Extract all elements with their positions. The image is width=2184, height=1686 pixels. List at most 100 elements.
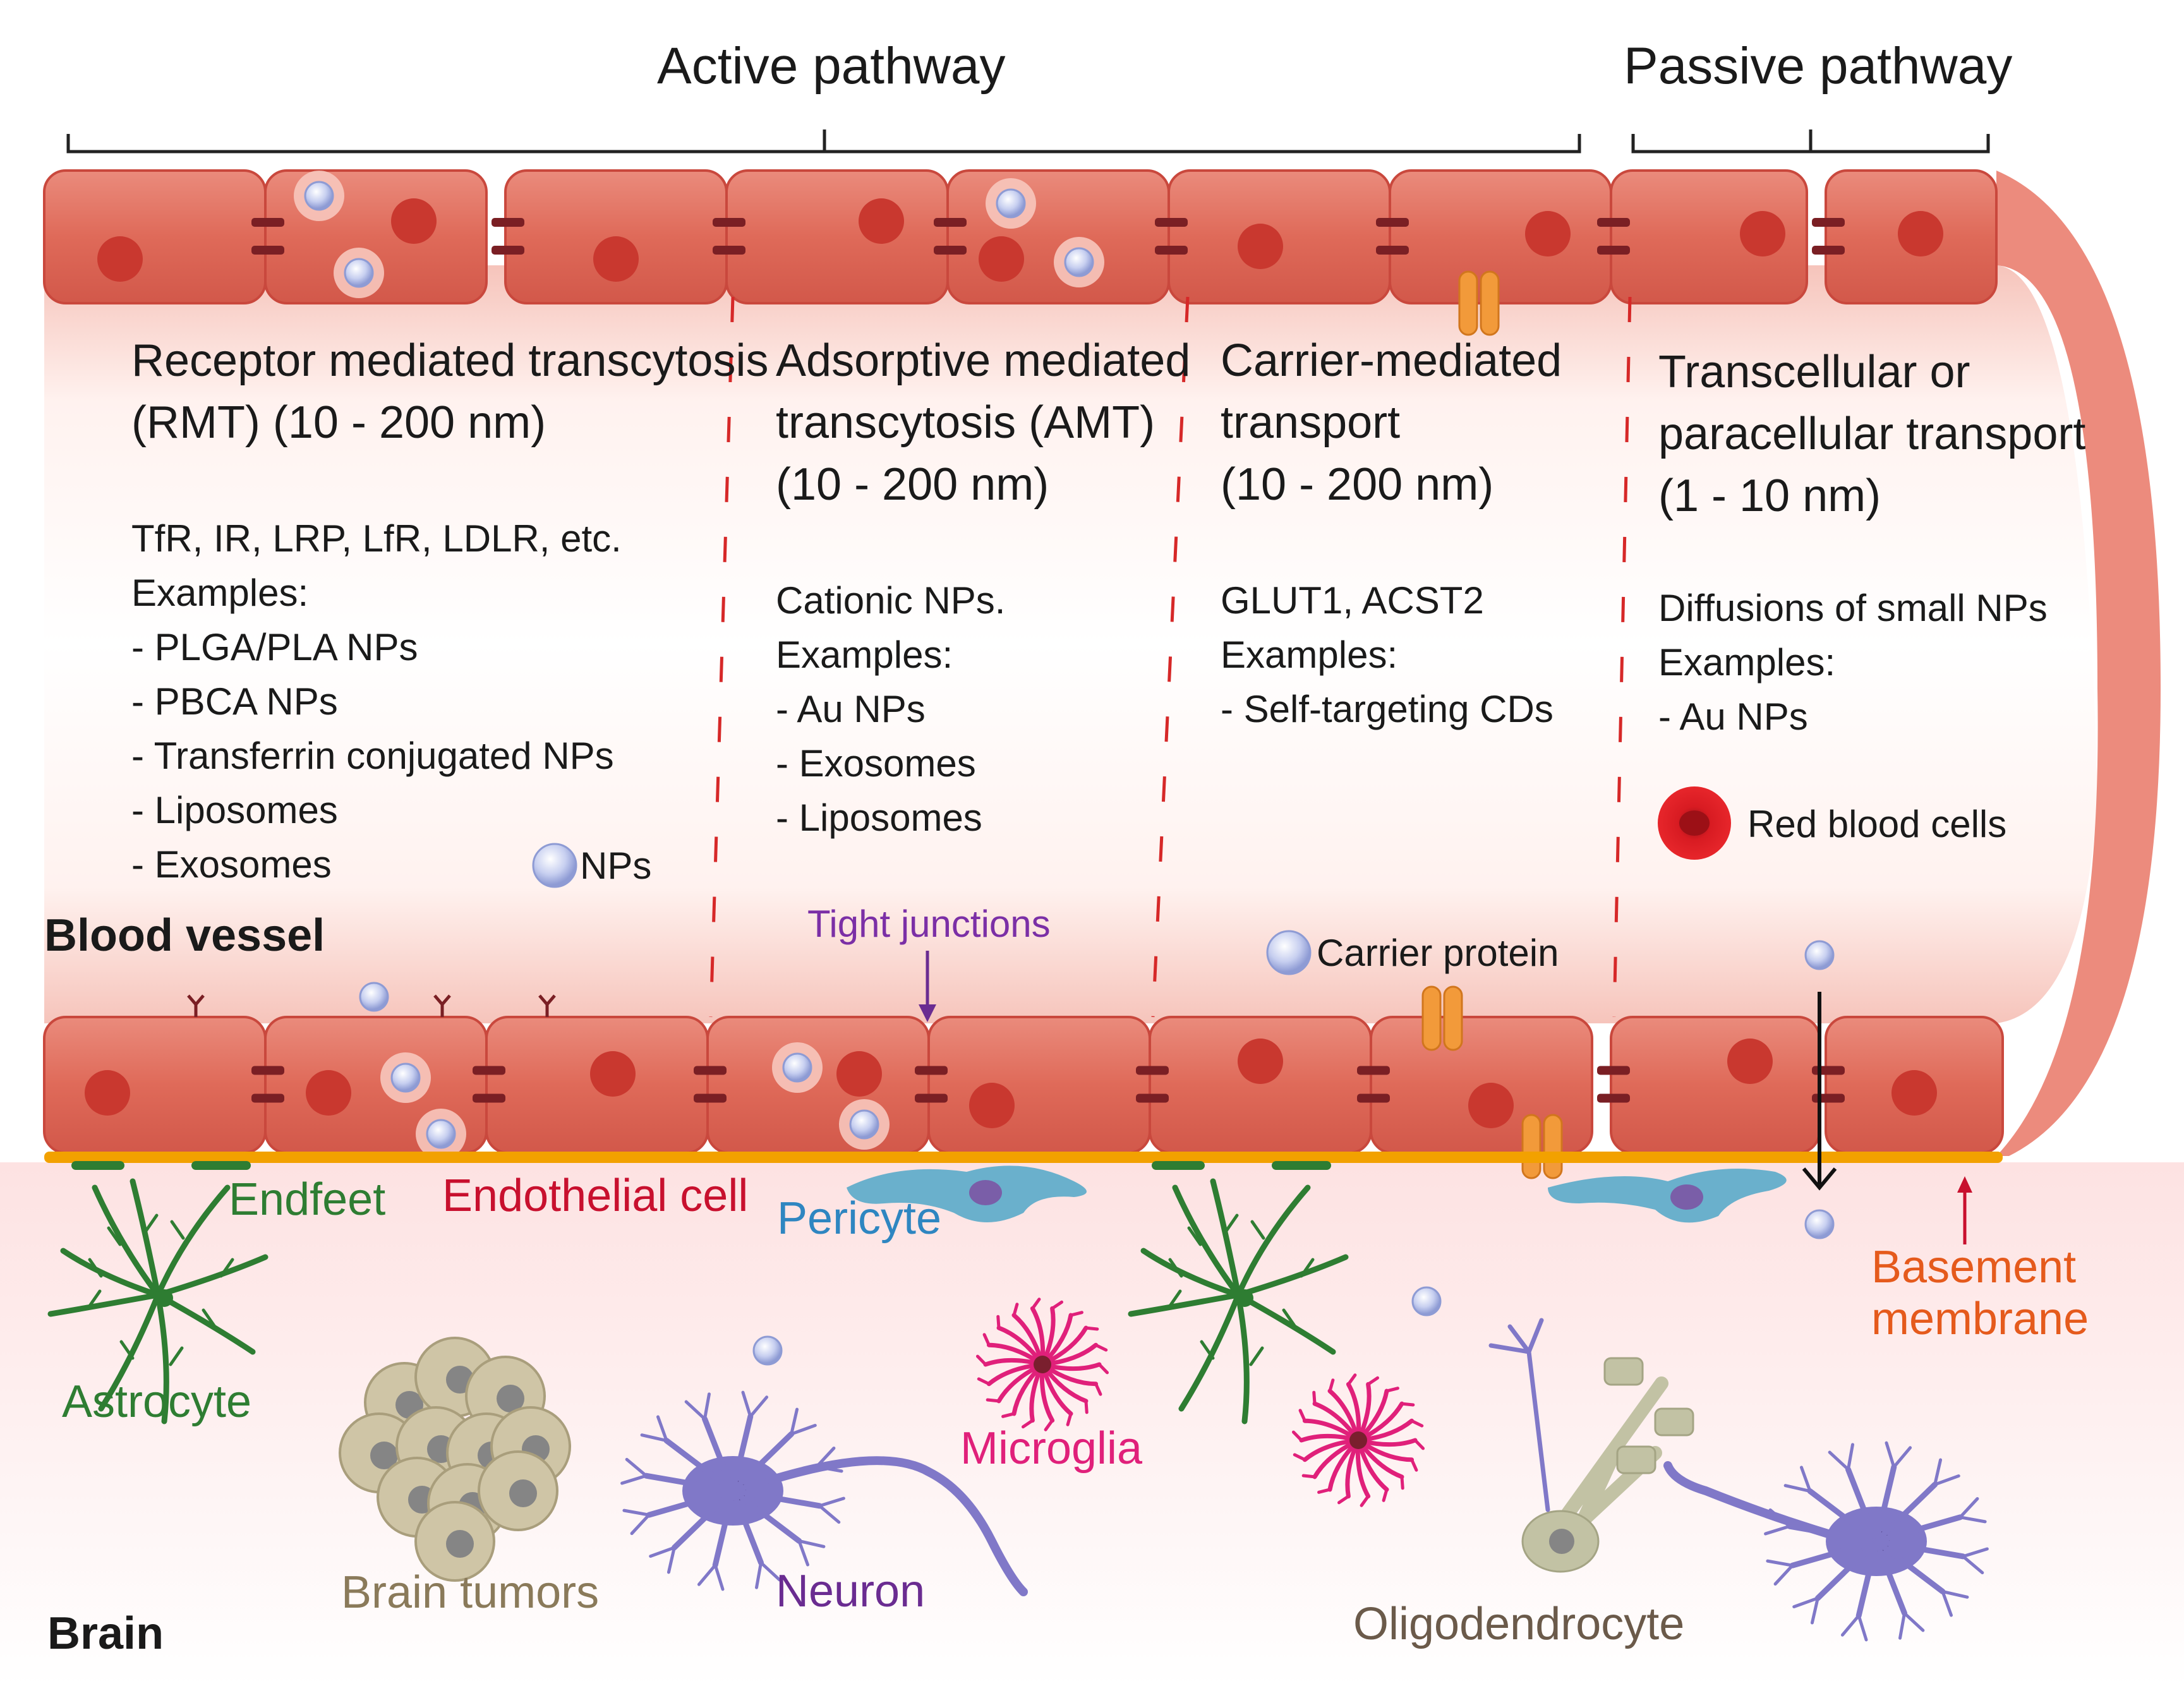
neuron-1 (620, 1390, 1028, 1596)
top-junction-4a (934, 218, 967, 227)
basement-arrowhead (1957, 1176, 1972, 1193)
bottom-junction-2a (473, 1066, 505, 1075)
astro2-process-9 (1140, 1248, 1241, 1298)
bottom-cell-6 (1149, 1016, 1372, 1154)
neuron-label: Neuron (776, 1566, 926, 1617)
astro1-twig-1 (107, 1226, 122, 1246)
carrier-protein-2b (1443, 985, 1463, 1051)
astro1-twig-6 (169, 1346, 184, 1366)
astrocyte-1 (47, 1161, 268, 1424)
astro2-twig-1 (1187, 1226, 1202, 1246)
receptor-3 (538, 994, 556, 1017)
bottom-cell-1 (43, 1016, 267, 1154)
neuron1-branch-8 (640, 1415, 668, 1443)
bottom-nucleus-7 (1468, 1083, 1514, 1128)
neuron2-branch-3 (1898, 1611, 1925, 1640)
top-junction-6a (1376, 218, 1409, 227)
astro2-twig-5 (1282, 1308, 1297, 1328)
brain-label: Brain (47, 1608, 164, 1659)
vessel-end (1996, 171, 2161, 1156)
pericyte-2 (1548, 1169, 1787, 1223)
neuron2-axon (1663, 1461, 1837, 1539)
astro2-twig-9 (1168, 1258, 1183, 1278)
top-junction-2b (492, 246, 524, 255)
top-junction-1a (251, 218, 284, 227)
carrier-protein-label: Carrier protein (1317, 932, 1559, 974)
micro1-tip-6 (1021, 1419, 1034, 1429)
micro1-tip-17 (1084, 1326, 1099, 1331)
micro2-tip-10 (1291, 1430, 1303, 1442)
micro1-tip-18 (1094, 1343, 1108, 1352)
micro2-tip-11 (1298, 1409, 1306, 1423)
bottom-junction-6a (1357, 1066, 1390, 1075)
neuron1-branch-7 (620, 1457, 648, 1485)
neuron1-branch-4 (697, 1563, 725, 1591)
bottom-junction-8a (1812, 1066, 1845, 1075)
neuron2-branch-1 (1961, 1547, 1989, 1575)
astro2-process-4 (1235, 1254, 1349, 1298)
bottom-junction-7b (1597, 1093, 1630, 1103)
top-cell-4 (725, 169, 949, 304)
tumor-nucleus-10 (509, 1479, 537, 1507)
micro1-tip-14 (1030, 1298, 1041, 1310)
top-cell-1 (43, 169, 267, 304)
micro2-tip-7 (1317, 1488, 1332, 1494)
neuron2-branch-11 (1933, 1458, 1960, 1486)
diffusing-np-top (1804, 940, 1835, 970)
astro1-process-2 (130, 1178, 161, 1298)
neuron1-dendrite-7 (643, 1472, 736, 1494)
neuron2-branch-9 (1828, 1443, 1854, 1471)
micro2-tip-14 (1346, 1373, 1357, 1386)
bottom-junction-1b (251, 1093, 284, 1103)
oligo-myelin-2 (1654, 1407, 1694, 1436)
micro1-tip-2 (1094, 1382, 1102, 1396)
neuron1-dendrite-8 (663, 1438, 736, 1494)
astro1-process-1 (92, 1184, 161, 1298)
micro1-tip-16 (1069, 1311, 1083, 1317)
brain-np-1 (752, 1335, 783, 1366)
neuron1-dendrite-11 (730, 1431, 795, 1494)
micro1-tip-15 (1051, 1300, 1064, 1310)
bottom-junction-4b (915, 1093, 948, 1103)
neuron1-dendrite-9 (701, 1416, 736, 1494)
top-cell-7 (1389, 169, 1612, 304)
top-nucleus-4 (859, 198, 904, 244)
carrier-protein-2a (1421, 985, 1442, 1051)
micro2-tip-8 (1301, 1474, 1317, 1479)
rbc-legend-label: Red blood cells (1747, 803, 2007, 845)
carrier-mediated-title: Carrier-mediated transport (10 - 200 nm) (1221, 335, 1562, 510)
bottom-junction-3a (694, 1066, 727, 1075)
transcellular-details: Diffusions of small NPs Examples: - Au N… (1658, 587, 2048, 738)
top-nucleus-8 (1740, 211, 1785, 256)
micro1-tip-8 (986, 1398, 1001, 1403)
tight-junctions-label: Tight junctions (807, 903, 1051, 945)
astro1-twig-5 (202, 1308, 217, 1328)
astro2-twig-8 (1167, 1289, 1182, 1310)
neuron1-dendrite-2 (730, 1488, 802, 1544)
neuron-2 (1663, 1441, 1989, 1642)
top-junction-1b (251, 246, 284, 255)
bottom-nucleus-3 (590, 1051, 636, 1097)
vessel-lumen (44, 265, 2097, 1023)
neuron1-branch-10 (741, 1390, 769, 1418)
pericyte-1 (847, 1165, 1087, 1222)
astro2-process-6 (1235, 1292, 1250, 1424)
micro2-tip-12 (1312, 1390, 1317, 1406)
micro1-tip-5 (1044, 1419, 1054, 1431)
carrier-protein-3a (1521, 1114, 1541, 1179)
astro1-twig-4 (219, 1258, 234, 1278)
neuron2-dendrite-2 (1873, 1538, 1946, 1594)
microglia-label: Microglia (960, 1423, 1143, 1474)
active-pathway-label: Active pathway (657, 37, 1006, 95)
neuron1-branch-6 (622, 1508, 651, 1535)
microglia-2 (1291, 1373, 1425, 1507)
micro1-tip-3 (1084, 1399, 1089, 1414)
neuron2-branch-6 (1766, 1559, 1794, 1586)
tumor-nucleus-4 (370, 1442, 398, 1469)
neuron1-dendrite-1 (730, 1488, 823, 1509)
red-blood-cell-center (1679, 810, 1710, 836)
brain-tumors-cluster (339, 1337, 571, 1582)
top-cell-8 (1610, 169, 1808, 304)
